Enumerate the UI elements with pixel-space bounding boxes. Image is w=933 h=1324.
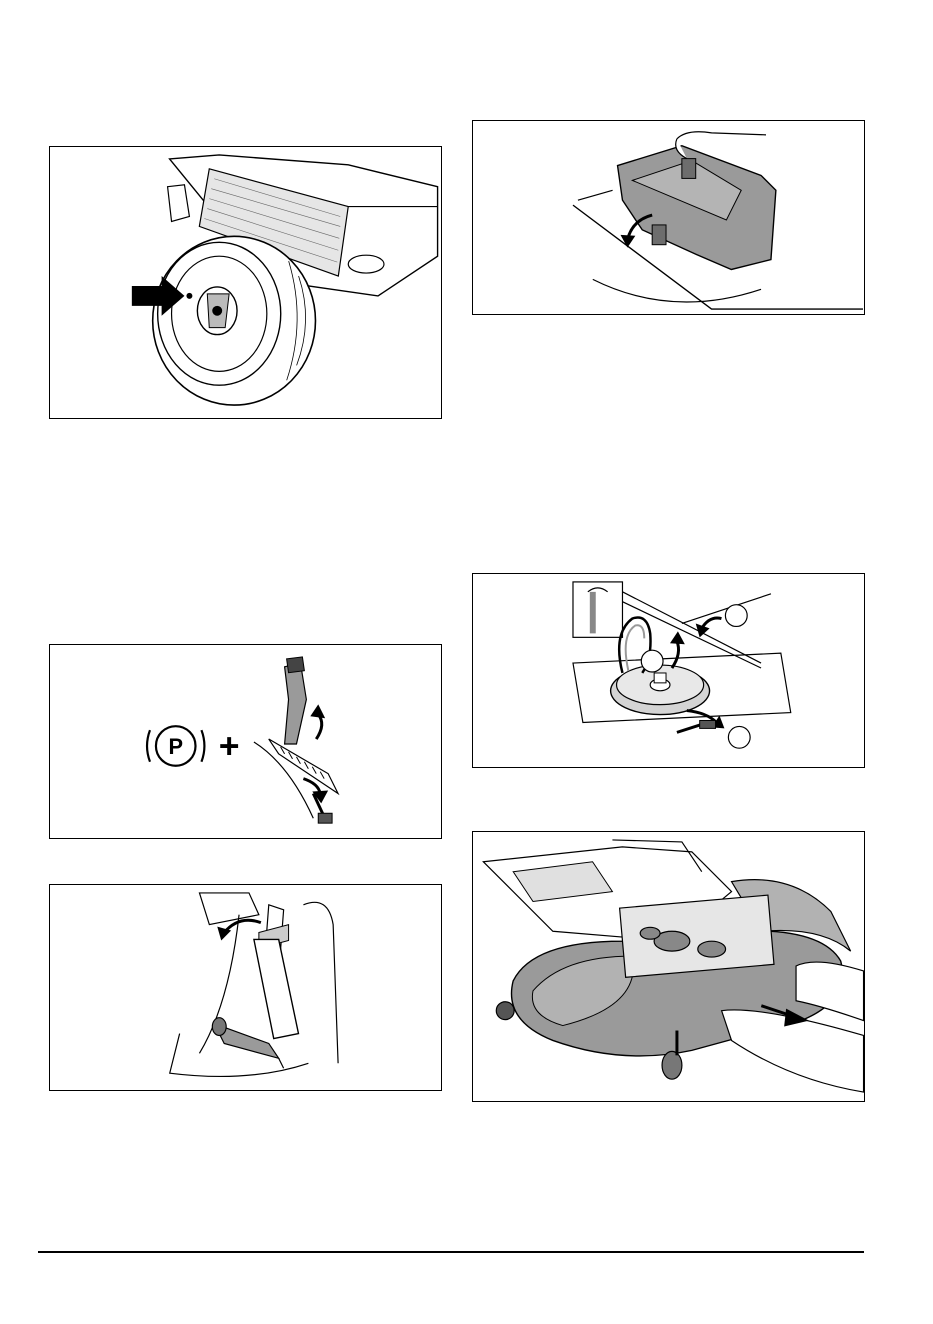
belt-pulley-illustration	[473, 574, 864, 767]
wheel-hub-illustration	[50, 147, 441, 418]
footer-rule	[38, 1251, 864, 1253]
figure-deck	[472, 831, 865, 1102]
mower-deck-removal-illustration	[473, 832, 864, 1101]
plus-sign: +	[219, 726, 240, 766]
figure-brake: P +	[49, 644, 442, 839]
seat-cover-illustration	[473, 121, 864, 314]
figure-lever	[49, 884, 442, 1091]
figure-belt	[472, 573, 865, 768]
parking-symbol: P	[168, 734, 183, 759]
figure-cover	[472, 120, 865, 315]
figure-wheel	[49, 146, 442, 419]
parking-brake-lever-illustration: P +	[50, 645, 441, 838]
cutting-height-lever-illustration	[50, 885, 441, 1090]
